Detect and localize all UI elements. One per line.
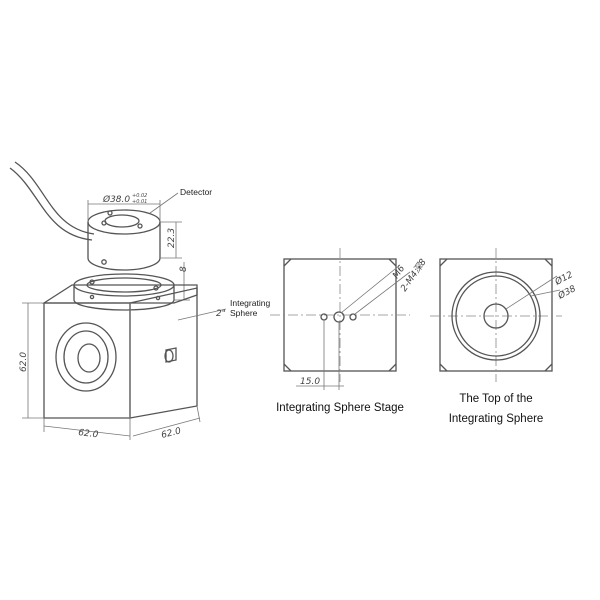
cube-width-value: 62.0 [78, 428, 99, 440]
top-center-hole [483, 303, 509, 329]
stage-m6-hole [333, 311, 345, 323]
stage-view: M6 2-M4深8 15.0 Integrating Sphere Stage [270, 248, 429, 414]
isometric-assembly: Ø38.0 +0.02 +0.01 Detector 22.3 [9, 161, 270, 441]
integrating-sphere-label-1: Integrating [230, 298, 270, 308]
detector-label: Detector [180, 187, 212, 197]
port-size-label: 2" [216, 309, 226, 319]
integrating-sphere-cube [41, 284, 198, 419]
top-caption-2: Integrating Sphere [449, 413, 544, 425]
detector-diameter-dimension: Ø38.0 +0.02 +0.01 [87, 193, 161, 222]
flange-height-dimension: 8 [174, 262, 190, 301]
detector-diameter-value: Ø38.0 [102, 194, 130, 205]
stage-offset-dimension: 15.0 [296, 320, 344, 390]
cube-height-dimension: 62.0 [19, 302, 44, 419]
top-view: Ø12 Ø38 The Top of the Integrating Spher… [430, 248, 578, 425]
detector-height-value: 22.3 [167, 228, 177, 248]
cube-height-value: 62.0 [19, 352, 29, 372]
flange-height-value: 8 [179, 266, 189, 272]
svg-text:+0.02: +0.02 [132, 193, 147, 199]
detector-housing [87, 209, 161, 271]
svg-text:+0.01: +0.01 [132, 199, 147, 205]
stage-offset-value: 15.0 [300, 377, 320, 387]
stage-caption: Integrating Sphere Stage [276, 402, 404, 414]
cube-depth-dimension: 62.0 [132, 405, 201, 441]
stage-m4-hole-right [349, 313, 357, 321]
top-outer-ring-inner [455, 275, 537, 357]
cube-depth-value: 62.0 [160, 426, 182, 441]
integrating-sphere-label-2: Sphere [230, 308, 258, 318]
flange-ring [73, 273, 175, 311]
cube-width-dimension: 62.0 [43, 418, 131, 440]
top-outer-ring [451, 271, 541, 361]
detector-height-dimension: 22.3 [160, 221, 182, 259]
top-caption-1: The Top of the [459, 393, 532, 405]
detector-cable [9, 161, 95, 241]
